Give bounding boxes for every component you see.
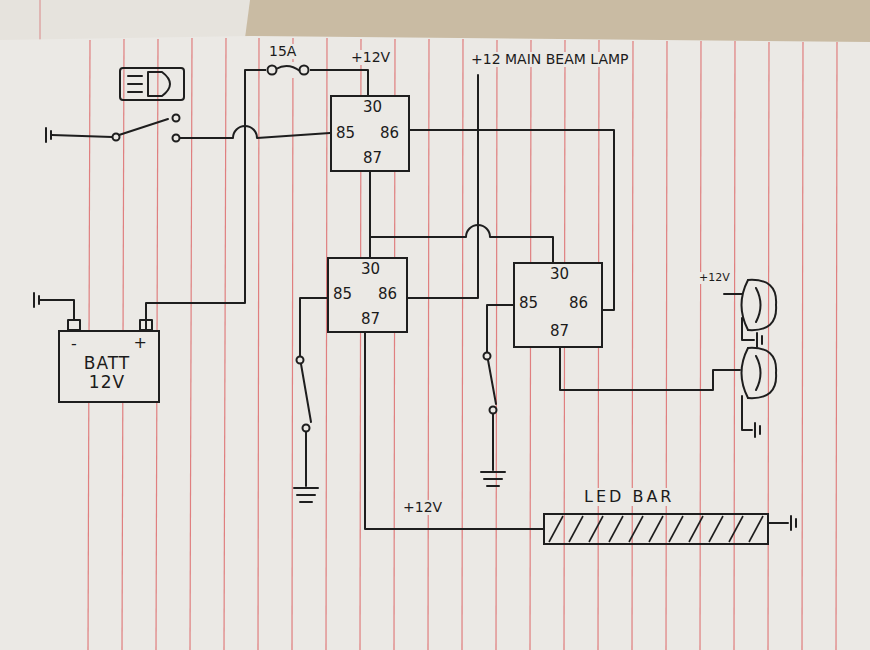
pin-number: 86: [377, 286, 398, 303]
pin-number: 85: [332, 286, 353, 303]
relay-box: 30 85 86 87: [513, 262, 603, 348]
supply-label: +12 MAIN BEAM LAMP: [470, 52, 629, 67]
fuse-rating: 15A: [268, 44, 297, 59]
supply-label: +12V: [350, 50, 391, 65]
pin-number: 30: [362, 99, 383, 116]
led-bar-body: [543, 512, 769, 546]
supply-label: +12V: [698, 272, 731, 284]
battery-box: - + BATT 12V: [58, 330, 160, 403]
pin-number: 85: [335, 125, 356, 142]
terminal-sign: -: [70, 335, 78, 353]
pin-number: 87: [362, 150, 383, 167]
pin-number: 30: [549, 266, 570, 283]
led-bar: LED BAR: [543, 486, 769, 546]
pin-number: 30: [360, 261, 381, 278]
battery-label: BATT 12V: [74, 354, 140, 391]
pin-number: 87: [360, 311, 381, 328]
wire: [370, 172, 553, 262]
relay-box: 30 85 86 87: [327, 257, 408, 333]
terminal-sign: +: [133, 334, 148, 352]
supply-label: +12V: [402, 500, 443, 515]
pin-number: 87: [549, 323, 570, 340]
pin-number: 86: [379, 125, 400, 142]
wire: [365, 333, 543, 529]
led-bar-label: LED BAR: [583, 488, 675, 506]
relay-box: 30 85 86 87: [330, 95, 410, 172]
pin-number: 86: [568, 295, 589, 312]
pin-number: 85: [518, 295, 539, 312]
